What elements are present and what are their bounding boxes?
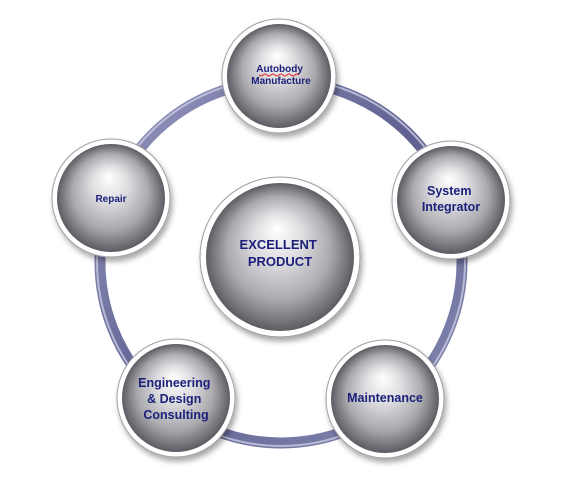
node-engineering-design-consulting	[116, 338, 236, 458]
maintenance-label-line-1: Maintenance	[347, 391, 423, 405]
node-repair	[51, 138, 171, 258]
svg-text:EXCELLENT PRODUCT: EXCELLENT PRODUCT	[240, 237, 321, 269]
autobody-label-line-2: Manufacture	[251, 76, 311, 87]
spellcheck-underline	[258, 73, 300, 77]
node-autobody-manufacture	[221, 18, 337, 134]
center-node	[199, 176, 361, 338]
center-label-line-2: PRODUCT	[248, 254, 312, 269]
engineering-label-line-3: Consulting	[143, 408, 208, 422]
svg-text:Repair: Repair	[95, 194, 126, 205]
engineering-label-line-1: Engineering	[138, 376, 210, 390]
autobody-label-line-1: Autobody	[256, 64, 303, 75]
center-label-line-1: EXCELLENT	[240, 237, 317, 252]
repair-label-line-1: Repair	[95, 194, 126, 205]
svg-text:Autobody Manufacture: Autobody Manufacture	[251, 64, 311, 87]
svg-text:Maintenance: Maintenance	[347, 391, 423, 405]
system-label-line-2: Integrator	[422, 200, 480, 214]
svg-text:Engineering & Design C: Engineering & Design Consulting	[138, 376, 214, 422]
engineering-label-line-2: & Design	[147, 392, 201, 406]
node-system-integrator	[391, 140, 511, 260]
svg-text:System Integrator: System Integrator	[422, 184, 480, 214]
node-maintenance	[325, 339, 445, 459]
system-label-line-1: System	[427, 184, 471, 198]
